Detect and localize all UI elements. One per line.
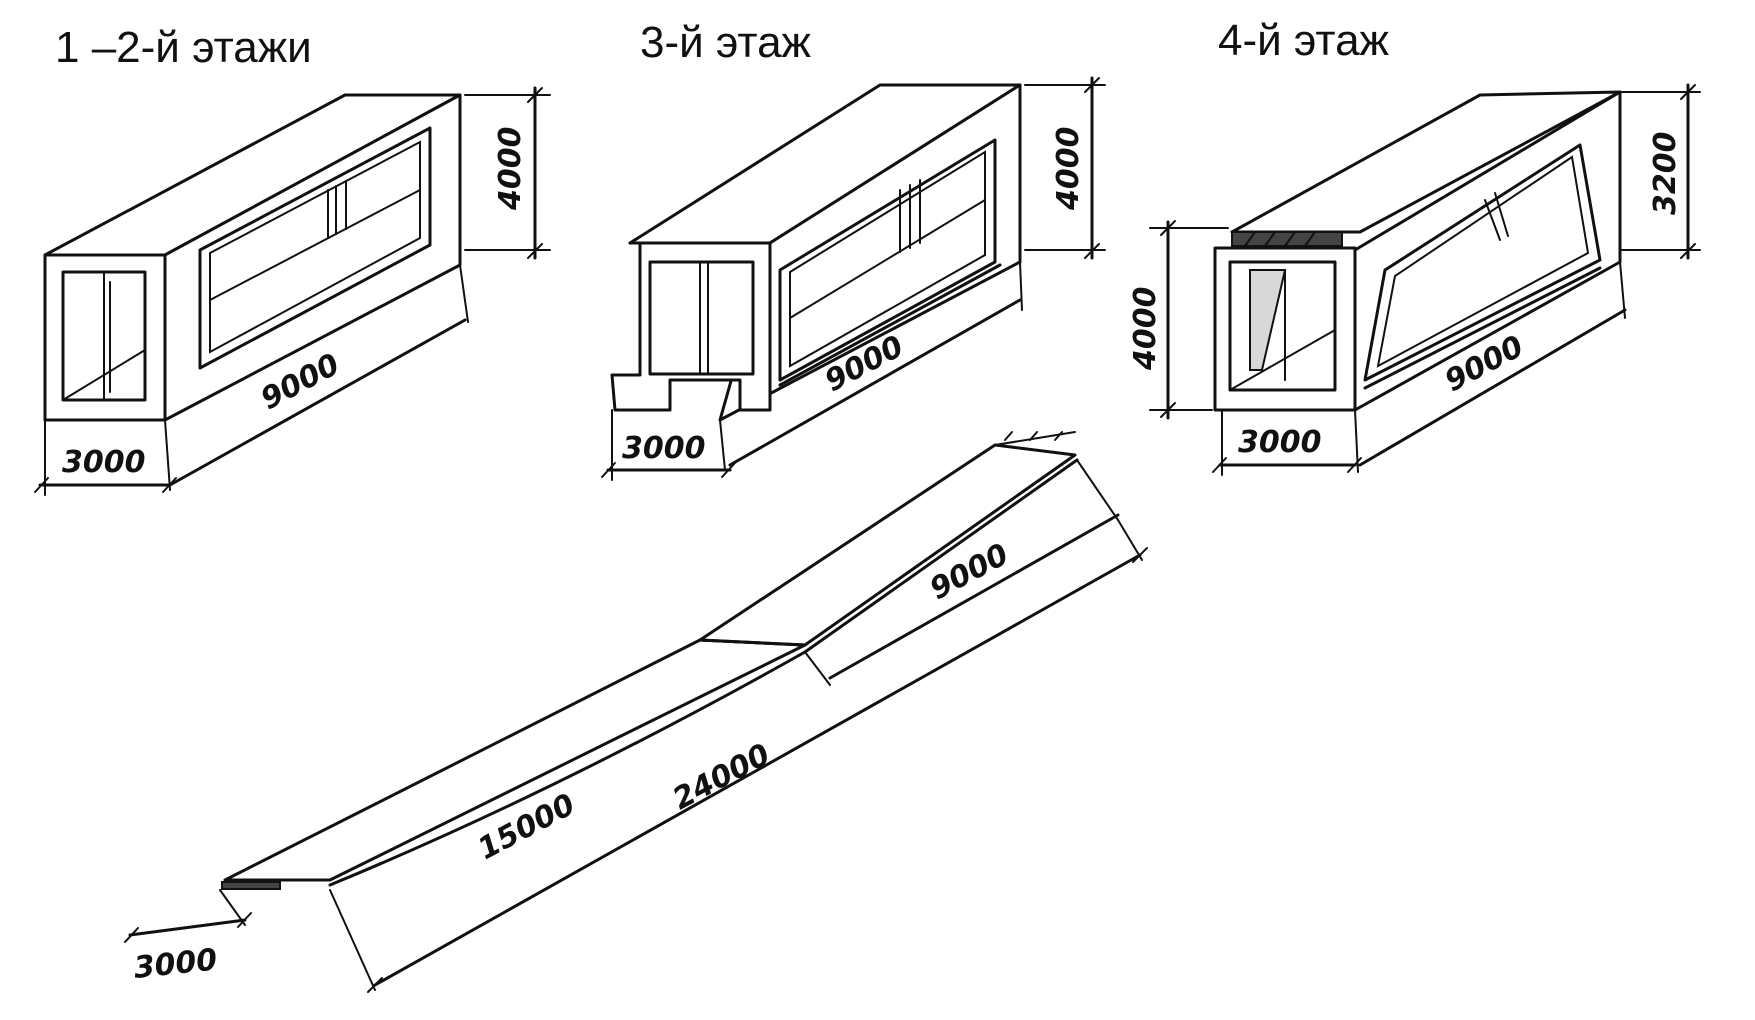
- module-3-side-opening: [1363, 143, 1602, 382]
- module-1-height-label: 4000: [493, 127, 528, 212]
- caption-floor-4: 4-й этаж: [1218, 16, 1390, 65]
- slab-segment-9000: [698, 443, 1077, 647]
- slab-width-label: 3000: [132, 942, 219, 986]
- module-2-height-label: 4000: [1051, 127, 1086, 212]
- module-3-length-dimension-line: [1358, 308, 1627, 467]
- module-2-side-opening: [778, 138, 997, 382]
- module-floor-3: 4000 9000 3000: [601, 76, 1106, 481]
- slab-total-label: 24000: [667, 737, 776, 817]
- module-1-width-label: 3000: [62, 445, 146, 480]
- module-3-front-height-label: 4000: [1128, 287, 1163, 372]
- module-3-parapet-hatch: [1231, 231, 1343, 247]
- module-1-side-opening: [198, 126, 432, 370]
- slab-total-dimension-line: [373, 553, 1142, 987]
- caption-floors-1-2: 1 –2-й этажи: [55, 23, 312, 72]
- module-1-length-dimension-line: [168, 318, 467, 487]
- module-2-width-label: 3000: [622, 431, 706, 466]
- module-2-length-dimension-line: [728, 298, 1022, 467]
- roof-slab: 3000 15000 9000 24000: [124, 431, 1148, 993]
- module-2-front-face: [610, 241, 772, 412]
- slab-width-dimension-line: [128, 918, 247, 937]
- module-floor-4: 3200 4000 9000 3000: [1128, 83, 1701, 476]
- module-3-width-label: 3000: [1238, 425, 1322, 460]
- module-3-back-height-label: 3200: [1648, 132, 1683, 216]
- module-floors-1-2: 4000 9000 3000: [34, 86, 551, 496]
- slab-segment-b-dimension-line: [828, 513, 1120, 680]
- module-3-front-opening: [1228, 260, 1337, 392]
- caption-floor-3: 3-й этаж: [640, 18, 812, 67]
- slab-end-hatch: [221, 881, 281, 890]
